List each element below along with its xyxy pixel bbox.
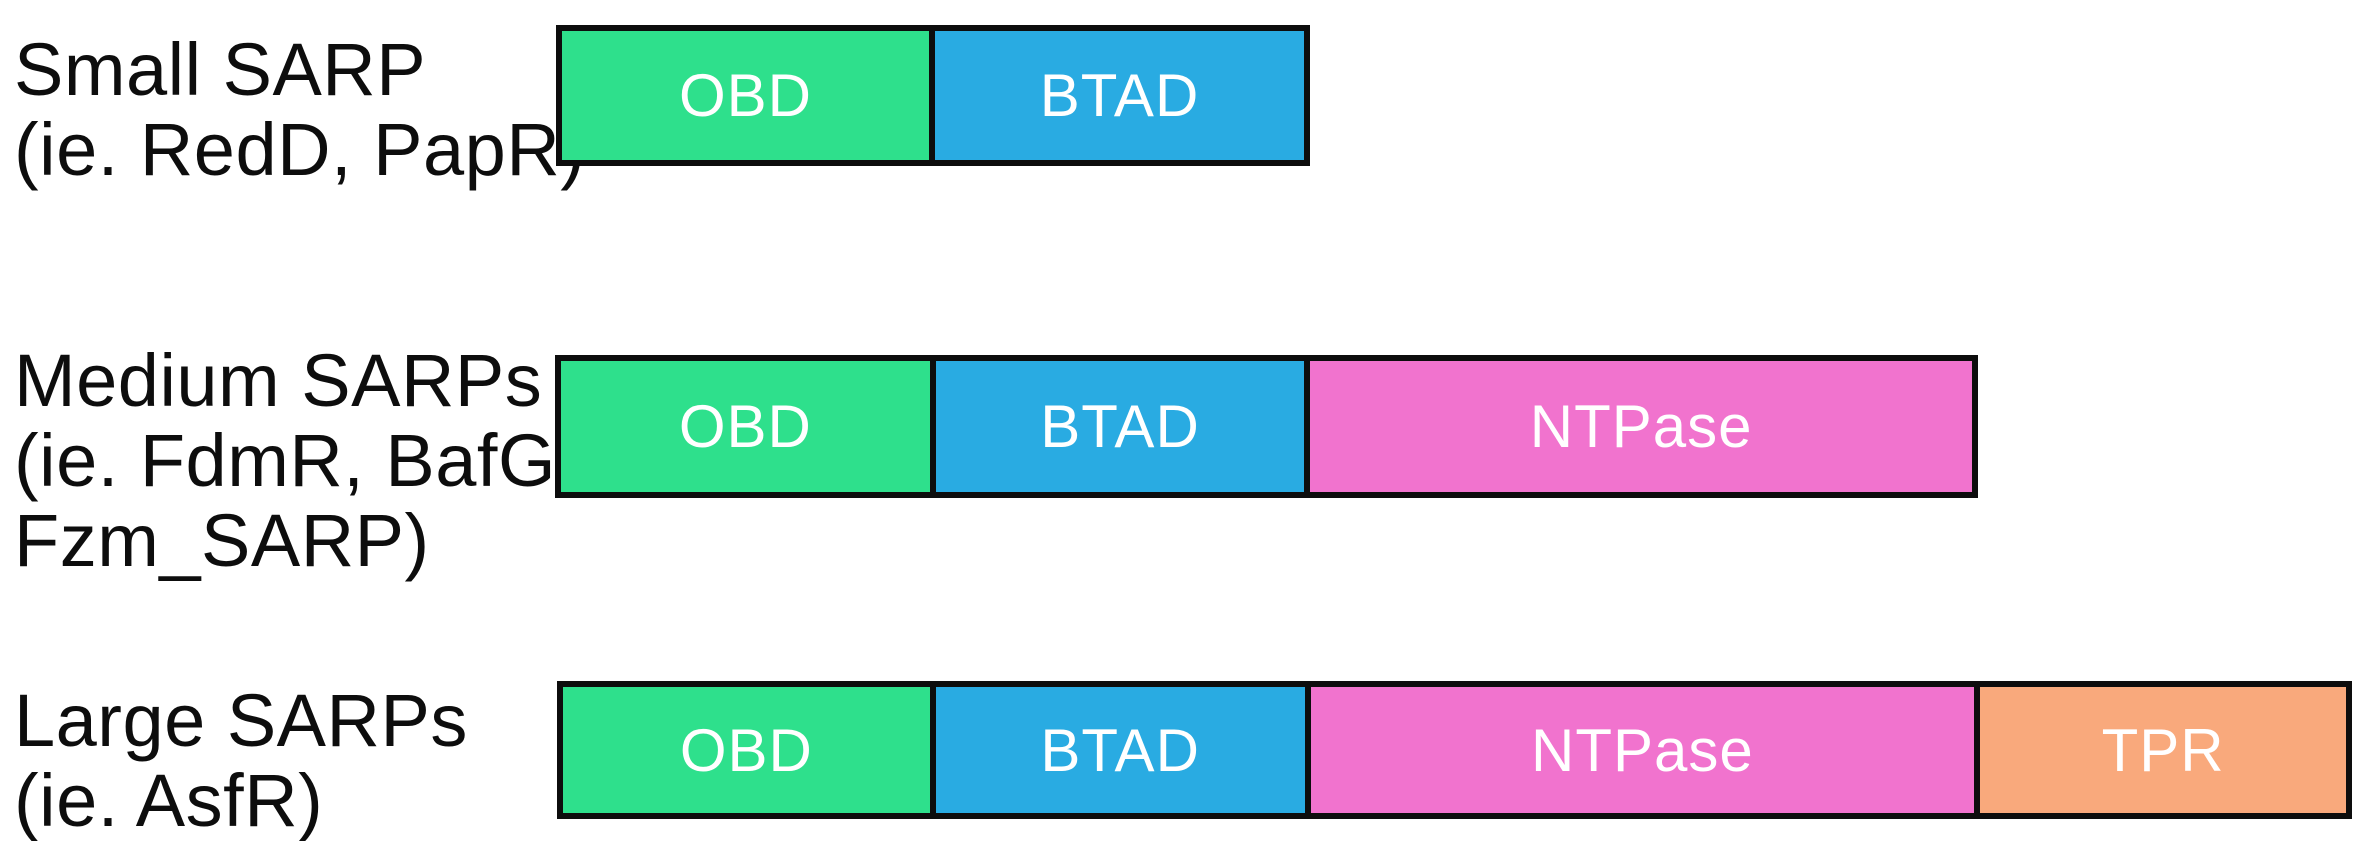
domain-segment-ntpase: NTPase: [1304, 687, 1975, 813]
row-label-large-sarps: Large SARPs (ie. AsfR): [14, 681, 468, 841]
row-label-small-sarp: Small SARP (ie. RedD, PapR): [14, 30, 585, 190]
domain-bar-small-sarp: OBD BTAD: [556, 25, 1310, 166]
row-label-line: (ie. FdmR, BafG,: [14, 419, 578, 502]
domain-segment-obd: OBD: [563, 687, 930, 813]
domain-segment-tpr: TPR: [1974, 687, 2346, 813]
domain-bar-large-sarps: OBD BTAD NTPase TPR: [557, 681, 2352, 819]
domain-segment-obd: OBD: [562, 31, 930, 160]
row-label-line: Small SARP: [14, 28, 427, 111]
row-label-line: Medium SARPs: [14, 339, 543, 422]
domain-segment-ntpase: NTPase: [1304, 361, 1972, 492]
row-label-line: Large SARPs: [14, 679, 468, 762]
domain-segment-btad: BTAD: [929, 31, 1304, 160]
row-label-line: Fzm_SARP): [14, 499, 430, 582]
row-label-line: (ie. AsfR): [14, 759, 324, 841]
row-label-line: (ie. RedD, PapR): [14, 108, 586, 191]
domain-segment-btad: BTAD: [929, 687, 1305, 813]
domain-segment-btad: BTAD: [929, 361, 1305, 492]
domain-segment-obd: OBD: [561, 361, 930, 492]
domain-bar-medium-sarps: OBD BTAD NTPase: [555, 355, 1978, 498]
row-label-medium-sarps: Medium SARPs (ie. FdmR, BafG, Fzm_SARP): [14, 341, 577, 581]
